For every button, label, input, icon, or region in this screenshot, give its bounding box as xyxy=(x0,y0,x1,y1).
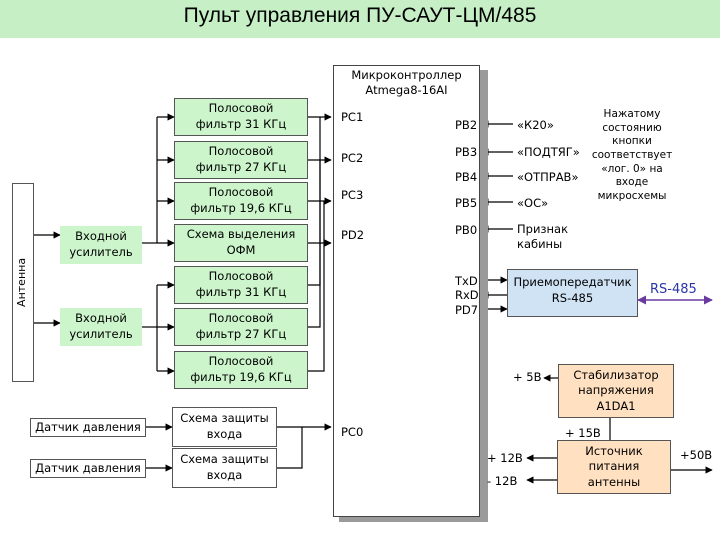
button-logic-note: Нажатому состоянию кнопки соответствует … xyxy=(591,108,673,202)
mcu-label: Микроконтроллер Atmega8-16AI xyxy=(351,68,462,97)
pressure-sensor-2: Датчик давления xyxy=(30,459,146,478)
antenna-block: Антенна xyxy=(12,183,34,382)
voltage-minus12: - 12В xyxy=(487,474,518,488)
cabin-sign-label: Признак кабины xyxy=(517,222,569,251)
button-k20-label: «К20» xyxy=(517,118,554,132)
voltage-plus5: + 5В xyxy=(513,370,542,384)
voltage-plus15: + 15В xyxy=(565,426,601,440)
pin-pb0: PB0 xyxy=(455,223,478,237)
button-podtyag-label: «ПОДТЯГ» xyxy=(517,145,580,159)
pin-pb5: PB5 xyxy=(455,196,478,210)
pin-pc3: PC3 xyxy=(341,188,364,202)
pressure-sensor-1: Датчик давления xyxy=(30,418,146,437)
pin-pc1: PC1 xyxy=(341,110,364,124)
pin-pb3: PB3 xyxy=(455,145,478,159)
pin-pc0: PC0 xyxy=(341,425,364,439)
pin-pd2: PD2 xyxy=(341,228,365,242)
pin-pc2: PC2 xyxy=(341,151,364,165)
title-bar xyxy=(0,0,720,38)
pin-pb2: PB2 xyxy=(455,118,478,132)
rs485-bus-label: RS-485 xyxy=(650,282,697,297)
pin-pb4: PB4 xyxy=(455,170,478,184)
button-otprav-label: «ОТПРАВ» xyxy=(517,170,579,184)
voltage-plus12: + 12В xyxy=(487,451,523,465)
page-title: Пульт управления ПУ-САУТ-ЦМ/485 xyxy=(183,4,537,27)
voltage-plus50: +50В xyxy=(680,448,713,462)
microcontroller-block xyxy=(333,65,480,517)
uart-pins: TxD RxD PD7 xyxy=(455,274,479,317)
button-os-label: «ОС» xyxy=(517,196,549,210)
